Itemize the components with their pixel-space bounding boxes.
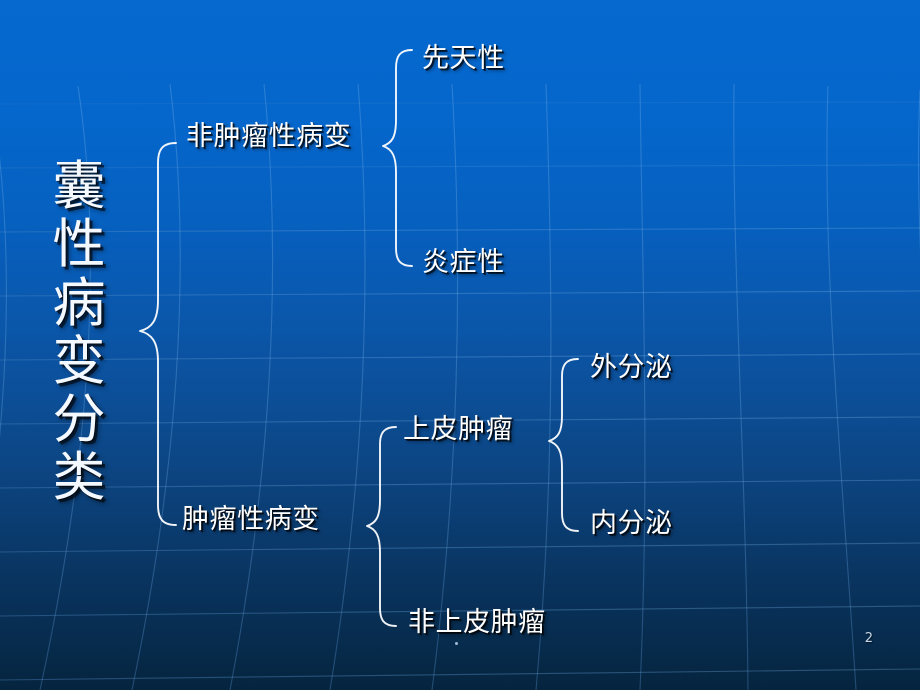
brace-nonneoplastic	[382, 49, 413, 267]
brace-epithelial	[548, 358, 579, 532]
node-non-neoplastic-lesion: 非肿瘤性病变	[186, 121, 352, 152]
root-title-char-0: 囊	[52, 156, 106, 217]
node-endocrine: 内分泌	[590, 508, 673, 539]
stray-dot-artifact	[455, 642, 458, 645]
node-inflammatory: 炎症性	[422, 247, 505, 278]
root-title-char-4: 分	[52, 389, 106, 451]
page-number: 2	[864, 631, 873, 646]
node-non-epithelial-tumor: 非上皮肿瘤	[408, 607, 546, 638]
node-exocrine: 外分泌	[590, 352, 673, 383]
root-title-char-1: 性	[52, 214, 106, 276]
root-title-char-5: 类	[52, 447, 106, 509]
root-title-char-2: 病	[52, 272, 106, 334]
node-epithelial-tumor: 上皮肿瘤	[403, 414, 514, 445]
brace-root	[139, 142, 177, 526]
brace-neoplastic	[366, 426, 397, 627]
root-title: 囊 性 病 变 分 类	[36, 156, 122, 509]
node-neoplastic-lesion: 肿瘤性病变	[182, 504, 320, 535]
node-congenital: 先天性	[422, 43, 505, 74]
root-title-char-3: 变	[52, 330, 106, 392]
